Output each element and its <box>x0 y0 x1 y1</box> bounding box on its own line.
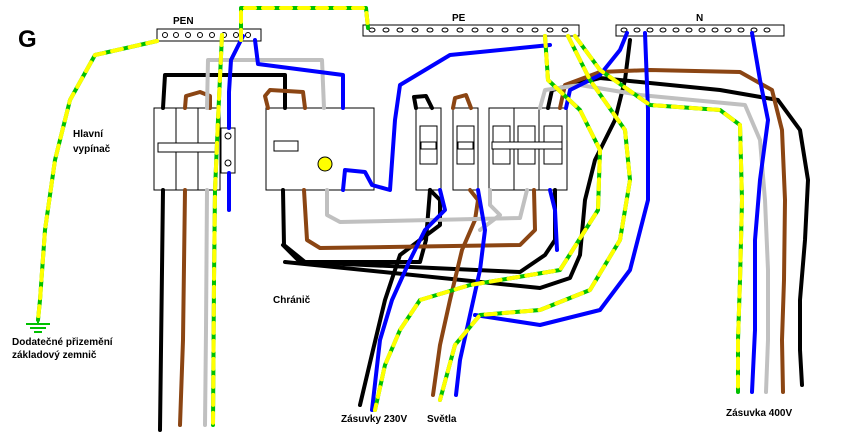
ground-icon <box>26 318 50 333</box>
breaker-sockets <box>415 107 442 191</box>
main-switch-label-line1: Hlavní <box>73 129 104 140</box>
main-switch-label-line2: vypínač <box>73 144 111 155</box>
grounding-label-line1: Dodatečné přizemění <box>12 337 114 348</box>
diagram-title: G <box>18 26 37 53</box>
gray-wires <box>203 58 770 427</box>
socket-400-label: Zásuvka 400V <box>726 408 792 419</box>
rcd-device <box>265 107 375 191</box>
pen-label: PEN <box>173 16 194 27</box>
breaker-3phase <box>488 107 568 191</box>
pen-terminal <box>220 127 236 174</box>
pe-busbar: PE <box>362 13 580 37</box>
sockets-230-label: Zásuvky 230V <box>341 414 407 425</box>
rcd-label: Chránič <box>273 295 311 306</box>
breaker-lights <box>452 107 479 191</box>
pen-busbar: PEN <box>156 16 262 42</box>
main-switch <box>153 107 221 191</box>
n-busbar: N <box>615 13 785 37</box>
blue-wires <box>227 31 770 412</box>
pe-wires <box>36 6 744 427</box>
lights-label: Světla <box>427 414 457 425</box>
n-label: N <box>696 13 703 24</box>
grounding-label-line2: základový zemnič <box>12 350 97 361</box>
pe-label: PE <box>452 13 466 24</box>
